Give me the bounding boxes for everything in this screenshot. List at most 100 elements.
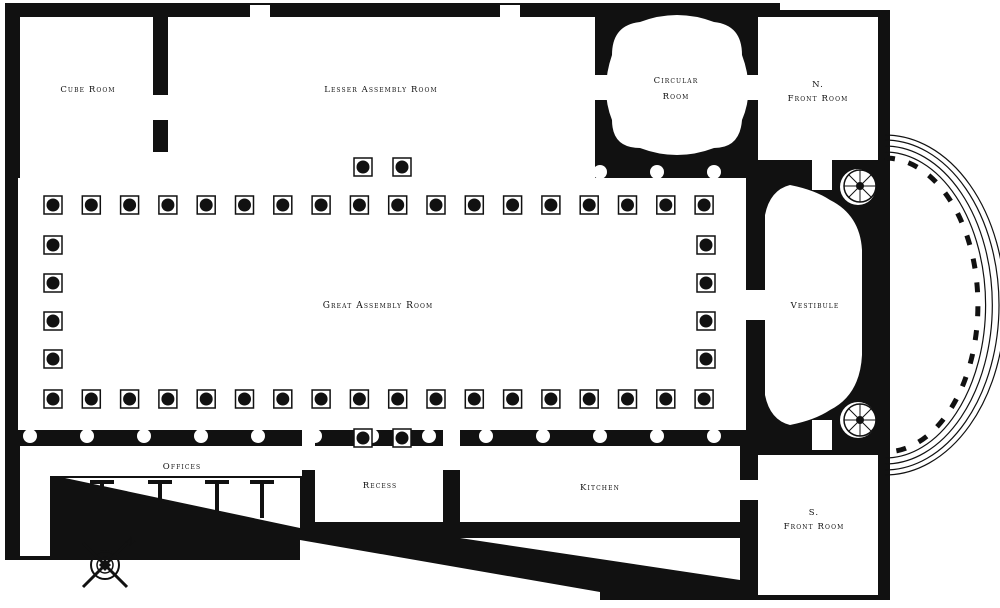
column xyxy=(656,389,676,409)
column xyxy=(426,195,446,215)
column xyxy=(696,273,716,293)
wall-niche xyxy=(422,429,436,443)
wall-niche xyxy=(194,165,208,179)
wall-niche xyxy=(479,429,493,443)
column xyxy=(694,195,714,215)
label-s-front-room-2: Front Room xyxy=(784,522,845,532)
column xyxy=(353,428,373,448)
wall-niche xyxy=(194,429,208,443)
column xyxy=(196,195,216,215)
label-lesser-assembly-room: Lesser Assembly Room xyxy=(324,85,438,95)
column xyxy=(656,195,676,215)
column xyxy=(43,311,63,331)
office-partitions xyxy=(90,480,274,518)
wall-niche xyxy=(137,165,151,179)
column xyxy=(234,389,255,409)
wall-niche xyxy=(80,429,94,443)
vestibule-link-north xyxy=(812,160,832,190)
column xyxy=(696,235,716,255)
column xyxy=(464,389,485,409)
wall-niche xyxy=(251,165,265,179)
column xyxy=(158,195,178,215)
offices-floor xyxy=(20,446,302,476)
s-front-room-floor xyxy=(758,455,878,595)
wall-niche xyxy=(536,429,550,443)
column xyxy=(392,157,412,177)
column xyxy=(311,195,331,215)
column xyxy=(579,389,599,409)
column xyxy=(617,389,638,409)
column xyxy=(696,311,716,331)
spiral-stair-south xyxy=(843,403,877,437)
column xyxy=(81,195,102,215)
column xyxy=(311,389,331,409)
column xyxy=(119,389,140,409)
wall-niche xyxy=(650,165,664,179)
circular-room-floor xyxy=(606,15,749,155)
column xyxy=(387,389,408,409)
label-circular-room-2: Room xyxy=(663,92,690,102)
wall-niche xyxy=(707,429,721,443)
spiral-stair-north xyxy=(843,169,877,203)
offices-lower-floor xyxy=(65,478,300,528)
cube-room-floor xyxy=(20,17,153,152)
recess-floor xyxy=(315,446,443,522)
vestibule-floor xyxy=(765,185,862,425)
room-floors xyxy=(18,15,878,595)
label-vestibule: Vestibule xyxy=(790,301,840,311)
label-cube-room: Cube Room xyxy=(60,85,115,95)
wall-niche xyxy=(308,429,322,443)
wall-niche xyxy=(23,165,37,179)
door-openings xyxy=(20,5,766,500)
label-great-assembly-room: Great Assembly Room xyxy=(323,301,434,311)
column xyxy=(43,389,63,409)
column xyxy=(81,389,102,409)
column xyxy=(43,349,63,369)
column xyxy=(353,157,373,177)
columns xyxy=(43,157,716,448)
wall-niche xyxy=(593,165,607,179)
n-front-room-floor xyxy=(758,17,878,160)
column xyxy=(426,389,446,409)
column xyxy=(502,195,523,215)
column xyxy=(273,389,293,409)
column xyxy=(43,273,63,293)
wall-niche xyxy=(251,429,265,443)
label-offices: Offices xyxy=(163,462,201,472)
vestibule-link-south xyxy=(812,420,832,450)
label-circular-room-1: Circular xyxy=(654,76,699,86)
label-n-front-room-1: N. xyxy=(812,80,824,90)
column xyxy=(273,195,293,215)
south-corridor-floor xyxy=(460,538,740,580)
column xyxy=(464,195,485,215)
compass-rose: N xyxy=(81,535,137,589)
column xyxy=(579,195,599,215)
column xyxy=(541,195,561,215)
label-s-front-room-1: S. xyxy=(809,508,819,518)
column xyxy=(196,389,216,409)
wall-niche xyxy=(707,165,721,179)
offices-west-floor xyxy=(20,446,50,556)
label-n-front-room-2: Front Room xyxy=(788,94,849,104)
column xyxy=(349,389,370,409)
label-kitchen: Kitchen xyxy=(580,483,620,493)
column xyxy=(541,389,561,409)
wall-niche xyxy=(80,165,94,179)
column xyxy=(392,428,412,448)
column xyxy=(119,195,140,215)
column xyxy=(696,349,716,369)
column xyxy=(617,195,638,215)
window-marks xyxy=(9,54,889,561)
lesser-assembly-floor xyxy=(168,17,595,157)
kitchen-floor xyxy=(460,446,740,522)
wall-niche xyxy=(593,429,607,443)
column xyxy=(694,389,714,409)
column xyxy=(387,195,408,215)
column xyxy=(43,235,63,255)
column xyxy=(158,389,178,409)
wall-niche xyxy=(536,165,550,179)
wall-niche xyxy=(137,429,151,443)
wall-niche xyxy=(479,165,493,179)
wall-niche xyxy=(308,165,322,179)
